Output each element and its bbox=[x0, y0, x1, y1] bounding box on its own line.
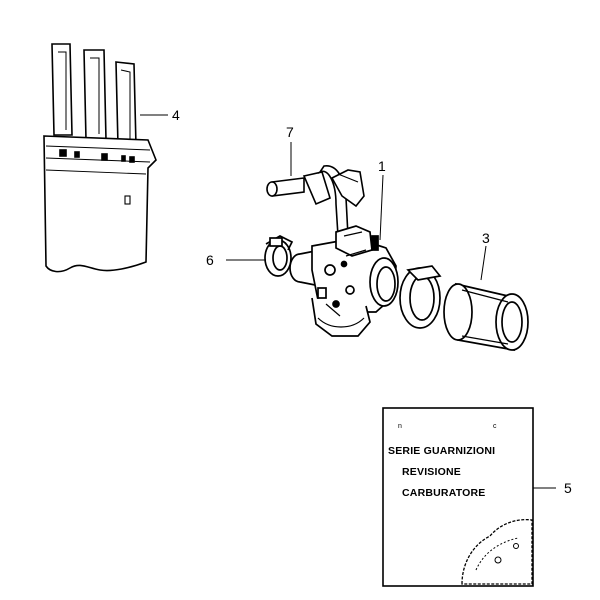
callout-6: 6 bbox=[206, 252, 214, 268]
kit-title-line1: SERIE GUARNIZIONI bbox=[388, 445, 495, 457]
kit-title-line2: REVISIONE bbox=[402, 466, 461, 478]
leader-lines bbox=[140, 114, 556, 489]
kit-corner-left: n bbox=[398, 423, 402, 430]
part-4-reed-valve bbox=[43, 43, 157, 273]
kit-corner-right: c bbox=[493, 423, 497, 430]
callout-1: 1 bbox=[378, 158, 386, 174]
part-1-carburetor bbox=[289, 225, 399, 337]
kit-title-line3: CARBURATORE bbox=[402, 487, 485, 499]
leader-1 bbox=[379, 174, 384, 241]
large-hose-clamp bbox=[399, 265, 442, 329]
callout-3: 3 bbox=[482, 230, 490, 246]
part-6-hose-clamp bbox=[264, 235, 294, 277]
part-5-gasket-kit-card: n c SERIE GUARNIZIONI REVISIONE CARBURAT… bbox=[382, 407, 534, 587]
leader-3 bbox=[480, 245, 487, 281]
callout-7: 7 bbox=[286, 124, 294, 140]
callout-4: 4 bbox=[172, 107, 180, 123]
part-7-choke-tube bbox=[266, 165, 365, 237]
callout-5: 5 bbox=[564, 480, 572, 496]
kit-gasket-silhouette bbox=[461, 518, 533, 585]
part-3-intake-sleeve bbox=[443, 282, 529, 352]
